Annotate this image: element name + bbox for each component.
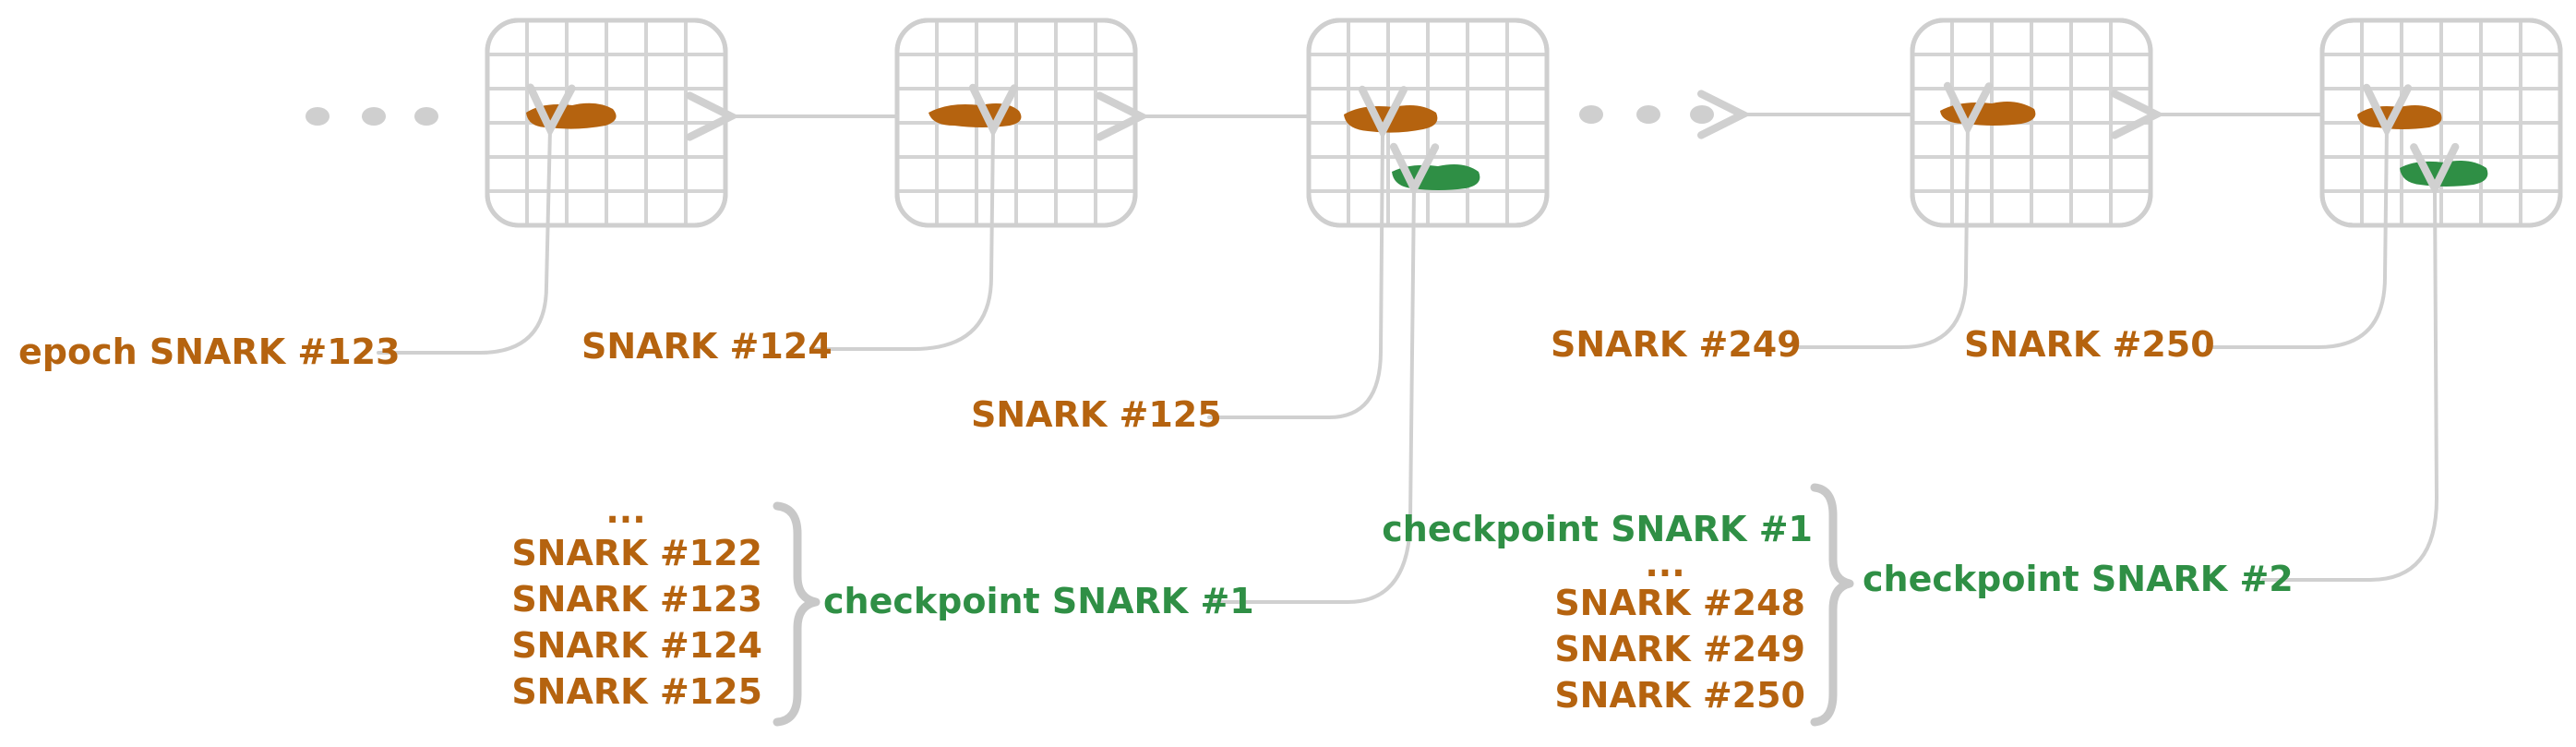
snark-blob-1 (526, 102, 617, 129)
label-snark-125: SNARK #125 (971, 394, 1222, 435)
label-snark-249: SNARK #249 (1551, 324, 1802, 365)
snark-blob-5 (2357, 105, 2442, 129)
checkpoint-blob-5 (2400, 161, 2488, 187)
connector-epoch-123 (377, 129, 550, 355)
group-1-list: ... SNARK #122 SNARK #123 SNARK #124 SNA… (511, 490, 762, 712)
label-epoch-snark-123: epoch SNARK #123 (18, 331, 401, 372)
checkpoint-blob-3 (1392, 164, 1480, 190)
label-checkpoint-snark-2: checkpoint SNARK #2 (1863, 559, 2294, 599)
ellipsis-middle (1579, 105, 1714, 124)
group-2-item: SNARK #248 (1554, 583, 1805, 623)
label-snark-124: SNARK #124 (581, 326, 833, 367)
connector-snark-125 (1207, 131, 1383, 419)
connector-checkpoint-2 (2261, 188, 2437, 582)
group-1-item: SNARK #125 (511, 671, 762, 712)
label-checkpoint-snark-1: checkpoint SNARK #1 (823, 581, 1254, 621)
group-2-item: SNARK #249 (1554, 629, 1805, 669)
block-grid-1 (487, 20, 725, 225)
ellipsis-left (306, 107, 438, 126)
block-grid-4 (1912, 20, 2151, 225)
group-1-item: SNARK #122 (511, 533, 762, 573)
group-1-brace (773, 501, 821, 727)
block-grid-2 (897, 20, 1135, 225)
label-snark-250: SNARK #250 (1964, 324, 2215, 365)
snark-blob-3 (1344, 105, 1438, 133)
group-1-item: ... (605, 490, 645, 531)
connector-snark-250 (2206, 129, 2387, 349)
connector-snark-124 (810, 129, 993, 351)
group-1-item: SNARK #124 (511, 625, 762, 666)
group-2-item: checkpoint SNARK #1 (1382, 509, 1813, 549)
group-1-item: SNARK #123 (511, 579, 762, 620)
connector-checkpoint-1 (1209, 188, 1414, 604)
group-2-list: checkpoint SNARK #1 ... SNARK #248 SNARK… (1382, 509, 1813, 716)
connector-snark-249 (1798, 127, 1968, 349)
group-2-brace (1810, 483, 1854, 727)
block-grid-3 (1309, 20, 1547, 225)
group-2-item: SNARK #250 (1554, 675, 1805, 716)
group-2-item: ... (1645, 544, 1684, 584)
block-grid-5 (2322, 20, 2560, 225)
